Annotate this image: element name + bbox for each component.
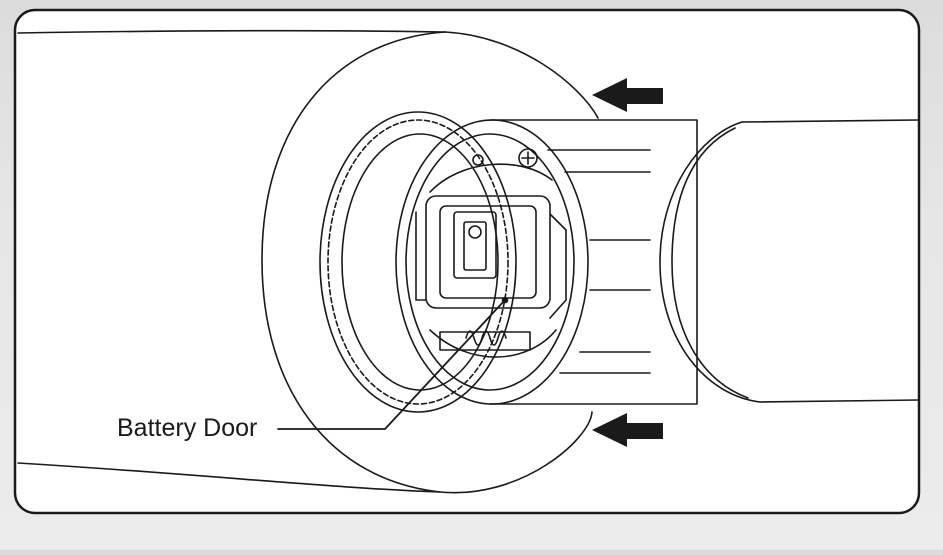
screw-top-right xyxy=(518,148,538,168)
lever-end-inner xyxy=(671,127,749,399)
clip-pin xyxy=(468,225,482,239)
diagram-panel xyxy=(13,8,921,515)
spring xyxy=(465,330,507,346)
collar-face-outer xyxy=(395,119,589,405)
compartment-arc-top xyxy=(429,163,553,193)
battery-door-inner xyxy=(439,205,537,299)
handle-collar xyxy=(489,119,698,405)
arm-top-edge xyxy=(17,29,446,34)
callout-dot xyxy=(501,296,509,304)
battery-clip xyxy=(453,211,497,279)
screw-top-left xyxy=(472,154,484,166)
door-tab-right xyxy=(549,213,567,319)
door-tab-left xyxy=(415,211,427,301)
lever-top xyxy=(741,119,920,123)
rose-ring-mid xyxy=(327,119,509,405)
compartment-arc-bottom xyxy=(429,329,557,358)
spring-base xyxy=(439,331,531,351)
battery-clip-slot xyxy=(463,221,487,271)
rose-ring-outer xyxy=(319,111,517,413)
battery-door xyxy=(425,195,551,309)
callout-leader xyxy=(277,299,506,430)
arm-bottom-edge xyxy=(17,462,441,493)
lever-end xyxy=(659,121,761,403)
battery-door-label: Battery Door xyxy=(117,414,258,442)
arrow-left-bottom xyxy=(592,413,663,447)
outer-rose-top xyxy=(444,31,599,119)
collar-face-inner xyxy=(405,133,575,391)
arrow-left-top xyxy=(592,78,663,112)
rose-ring-inner xyxy=(341,133,499,391)
outer-rose xyxy=(261,31,593,494)
lever-bottom xyxy=(759,399,920,403)
screw-slot-a xyxy=(521,151,535,165)
